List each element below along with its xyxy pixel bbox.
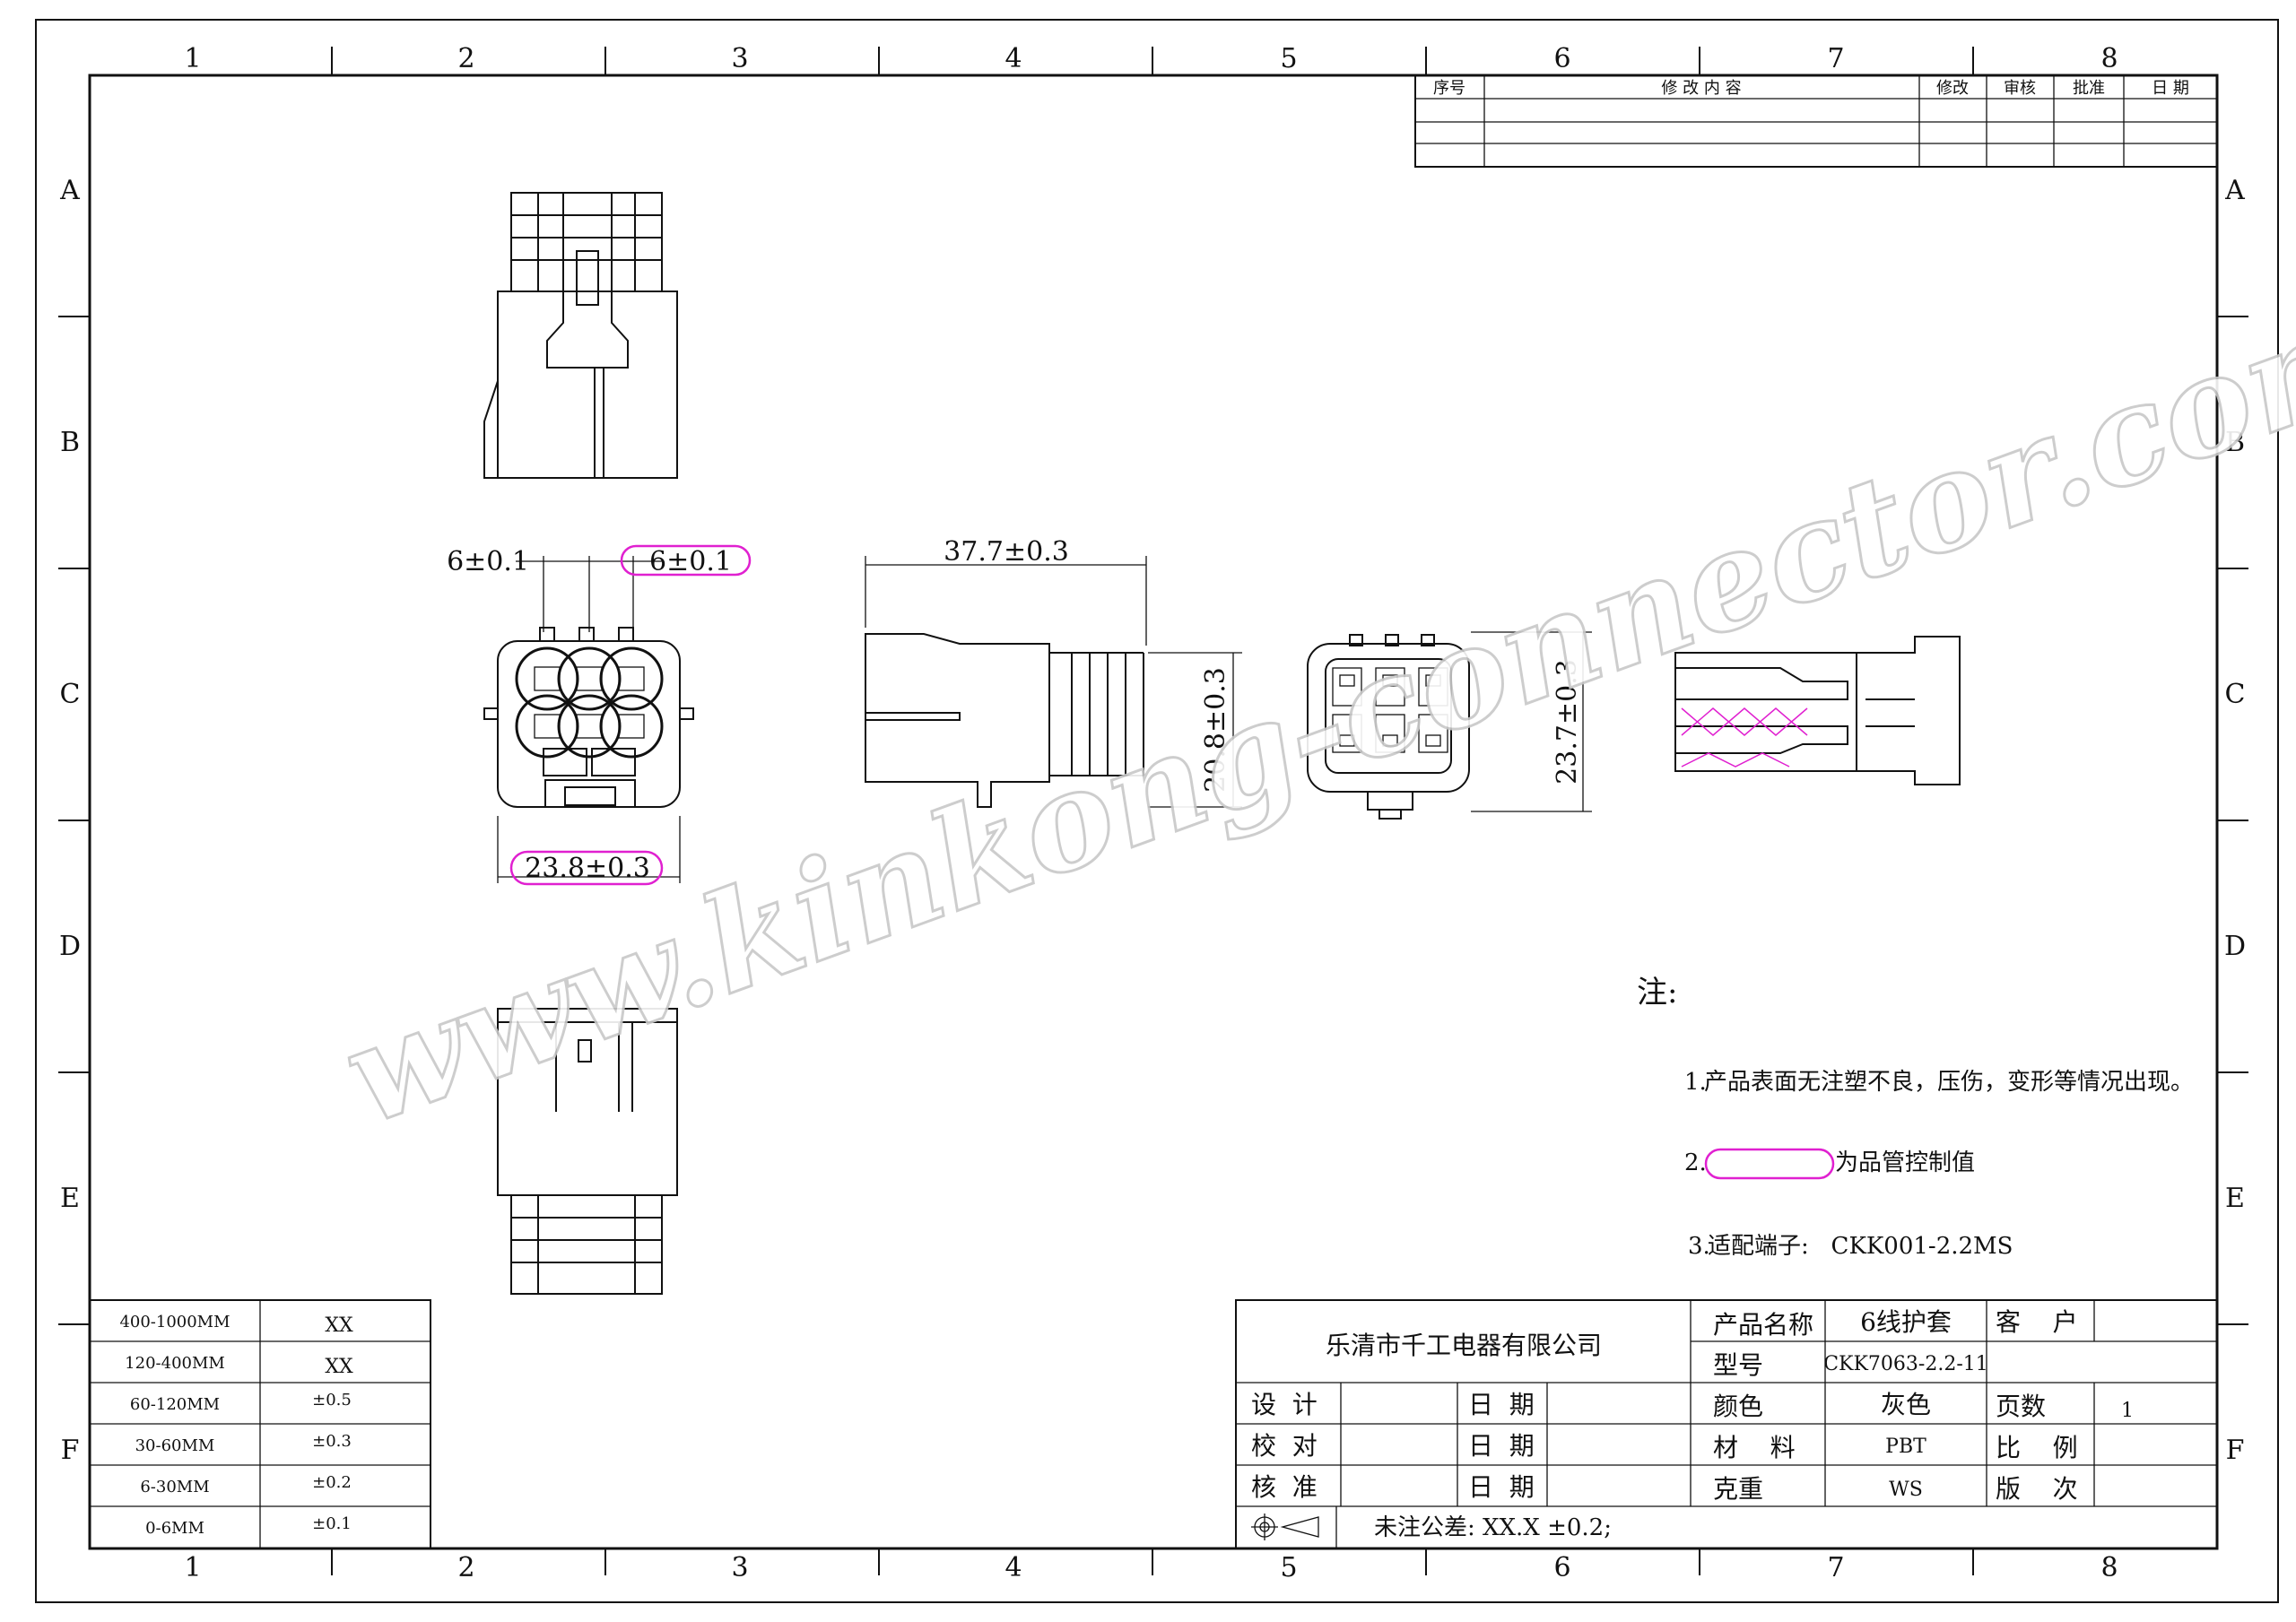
tol-value-1: XX [325,1314,353,1337]
value-material: PBT [1885,1436,1926,1458]
col-label-7-bottom: 7 [1827,1552,1844,1583]
row-label-a: A [59,175,80,206]
dim-rear-height: 23.7±0.3 [1552,659,1583,785]
col-label-4: 4 [1004,43,1022,74]
row-label-f-right: F [2226,1435,2245,1466]
col-label-8: 8 [2100,43,2118,74]
note-1-num: 1. [1684,1069,1707,1096]
label-color: 颜色 [1713,1392,1763,1421]
col-label-5: 5 [1280,43,1297,74]
label-date-2: 日 期 [1468,1431,1535,1461]
note-3-num: 3. [1688,1233,1710,1260]
col-label-8-bottom: 8 [2100,1552,2118,1583]
connector-bottom-view [497,1008,678,1295]
tolerance-table: 400-1000MM XX 120-400MM XX 60-120MM ±0.5… [89,1299,431,1549]
value-model: CKK7063-2.2-11 [1823,1353,1988,1375]
col-label-2: 2 [457,43,474,74]
drawing-frame: 1 2 3 4 5 6 7 8 1 2 3 4 5 6 7 8 A B C D … [35,19,2279,1603]
note-2-num: 2. [1684,1149,1707,1176]
label-approve: 核 准 [1251,1472,1318,1502]
dim-length: 37.7±0.3 [944,536,1069,568]
note-1-text: 产品表面无注塑不良，压伤，变形等情况出现。 [1704,1069,2194,1096]
connector-top-view [483,192,678,479]
tol-value-5: ±0.2 [312,1473,352,1492]
row-label-c: C [60,679,81,710]
col-label-4-bottom: 4 [1004,1552,1022,1583]
row-label-d-right: D [2224,931,2246,962]
value-color: 灰色 [1881,1390,1931,1419]
label-version: 版 次 [1996,1474,2078,1504]
rev-header-content: 修 改 内 容 [1661,79,1741,98]
connector-rear-view: 23.7±0.3 [1307,631,1592,820]
control-mark-width [509,850,664,886]
dim-pitch-right: 6±0.1 [649,546,732,577]
row-label-f: F [61,1435,80,1466]
label-pages: 页数 [1996,1392,2046,1421]
projection-symbol-icon [1251,1514,1319,1540]
label-design: 设 计 [1251,1390,1318,1419]
revision-table: 序号 修 改 内 容 修改 审核 批准 日 期 [1414,74,2218,168]
row-label-e-right: E [2225,1183,2245,1214]
company-name: 乐清市千工电器有限公司 [1326,1331,1602,1360]
rev-header-approve: 批准 [2073,79,2105,98]
tolerance-note: 未注公差: XX.X ±0.2; [1374,1514,1612,1541]
tol-range-2: 120-400MM [125,1354,225,1373]
tol-range-4: 30-60MM [135,1436,215,1455]
label-product-name: 产品名称 [1713,1310,1813,1340]
col-label-6-bottom: 6 [1553,1552,1570,1583]
label-scale: 比 例 [1996,1433,2078,1462]
notes-title: 注: [1637,975,1677,1010]
label-weight: 克重 [1713,1474,1763,1504]
dim-pitch-left: 6±0.1 [447,546,529,577]
value-product-name: 6线护套 [1860,1307,1952,1337]
connector-front-view: 6±0.1 6±0.1 23.8±0.3 [447,544,752,886]
row-label-c-right: C [2225,679,2246,710]
control-mark-pitch [620,544,752,577]
col-label-3-bottom: 3 [731,1552,748,1583]
label-material: 材 料 [1713,1433,1796,1462]
title-block: 乐清市千工电器有限公司 设 计 校 对 核 准 日 期 日 期 日 期 产品名称… [1235,1299,2218,1549]
tol-value-4: ±0.3 [312,1432,352,1451]
rev-header-date: 日 期 [2152,79,2189,98]
row-label-a-right: A [2224,175,2245,206]
col-label-1-bottom: 1 [184,1552,201,1583]
value-pages: 1 [2121,1400,2134,1422]
row-label-b: B [60,427,80,458]
rev-header-review: 审核 [2004,79,2036,98]
tol-range-3: 60-120MM [130,1395,220,1414]
label-date-3: 日 期 [1468,1472,1535,1502]
label-customer: 客 户 [1996,1307,2078,1337]
tol-value-6: ±0.1 [312,1514,352,1533]
col-label-5-bottom: 5 [1280,1552,1297,1583]
dim-front-width: 23.8±0.3 [525,853,650,884]
tol-value-3: ±0.5 [312,1391,352,1409]
col-label-2-bottom: 2 [457,1552,474,1583]
rev-header-modify: 修改 [1936,79,1969,98]
label-date-1: 日 期 [1468,1390,1535,1419]
rev-header-seq: 序号 [1433,79,1465,98]
connector-section-view [1674,636,1961,785]
col-label-1: 1 [184,43,201,74]
label-model: 型号 [1713,1350,1763,1380]
row-label-b-right: B [2225,427,2245,458]
note-3-text: 适配端子: CKK001-2.2MS [1708,1233,2013,1260]
col-label-6: 6 [1553,43,1570,74]
tol-range-5: 6-30MM [140,1478,209,1496]
note-2-text: 为品管控制值 [1835,1149,1975,1176]
tol-value-2: XX [325,1356,353,1378]
tol-range-1: 400-1000MM [119,1313,230,1331]
connector-side-view: 37.7±0.3 20.8±0.3 [865,536,1242,808]
col-label-3: 3 [731,43,748,74]
tol-range-6: 0-6MM [145,1519,204,1538]
row-label-e: E [60,1183,80,1214]
control-mark-legend [1704,1148,1835,1180]
col-label-7: 7 [1827,43,1844,74]
notes-block: 注: 1. 产品表面无注塑不良，压伤，变形等情况出现。 2. 为品管控制值 3.… [1637,975,2194,1260]
value-weight: WS [1889,1479,1923,1501]
dim-side-height: 20.8±0.3 [1200,667,1231,793]
row-label-d: D [59,931,81,962]
label-check: 校 对 [1251,1431,1318,1461]
watermark: www.kinkong-connector.com [325,269,2296,1156]
